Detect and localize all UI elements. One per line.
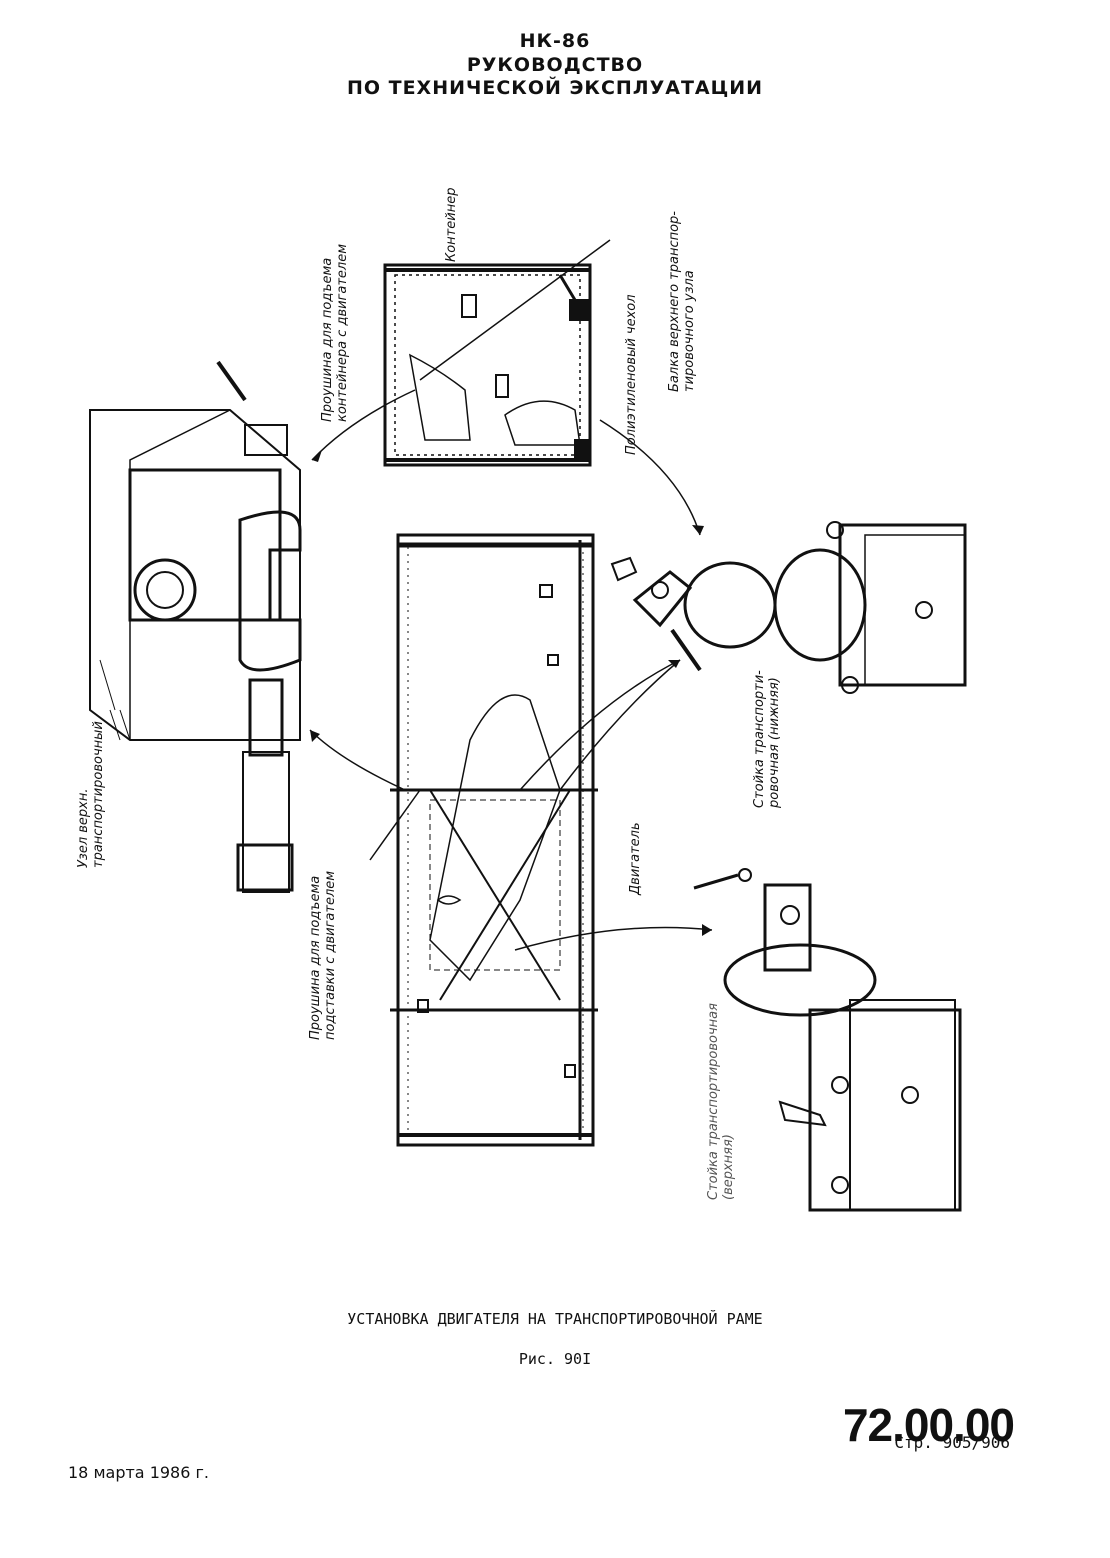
- label-engine: Двигатель: [628, 822, 643, 895]
- lower-post-illustration: [610, 521, 967, 694]
- label-engine-text: Двигатель: [628, 822, 643, 895]
- manual-title-line2: ПО ТЕХНИЧЕСКОЙ ЭКСПЛУАТАЦИИ: [346, 77, 764, 99]
- page-number: Стр. 905/906: [894, 1433, 1010, 1452]
- label-upper-post-line1: Стойка транспортировочная: [706, 1003, 721, 1200]
- engine-transport-frame-drawing: [89, 239, 967, 1212]
- label-stand-lift-lug-line2: подставки с двигателем: [323, 870, 338, 1040]
- manual-title-line1: РУКОВОДСТВО: [466, 54, 644, 76]
- label-container-lift-lug-line2: контейнера с двигателем: [335, 243, 350, 422]
- label-container-text: Контейнер: [444, 187, 459, 262]
- label-lower-post-line1: Стойка транспорти-: [752, 670, 767, 808]
- pointer-arrows: [309, 239, 713, 951]
- label-upper-post-line2: (верхняя): [721, 1134, 736, 1200]
- label-stand-lift-lug: Проушина для подъема подставки с двигате…: [308, 871, 338, 1040]
- label-lower-post: Стойка транспорти- ровочная (нижняя): [752, 670, 782, 808]
- aircraft-model: НК-86: [519, 30, 591, 52]
- label-upper-post: Стойка транспортировочная (верхняя): [706, 1003, 736, 1200]
- label-container: Контейнер: [444, 188, 459, 262]
- document-number: 72.00.00: [842, 1399, 1015, 1451]
- label-container-lift-lug-line1: Проушина для подъема: [320, 257, 335, 422]
- label-lower-post-line2: ровочная (нижняя): [767, 677, 782, 808]
- label-poly-cover-text: Полиэтиленовый чехол: [624, 294, 639, 455]
- revision-date: 18 марта 1986 г.: [68, 1463, 209, 1482]
- label-container-lift-lug: Проушина для подъема контейнера с двигат…: [320, 244, 350, 422]
- label-upper-node-line1: Узел верхн.: [76, 788, 91, 868]
- upper-transport-node-illustration: [89, 360, 302, 893]
- figure-caption: УСТАНОВКА ДВИГАТЕЛЯ НА ТРАНСПОРТИРОВОЧНО…: [347, 1310, 763, 1328]
- label-upper-node-line2: транспортировочный: [91, 721, 106, 868]
- label-upper-node: Узел верхн. транспортировочный: [76, 721, 106, 868]
- document-header: НК-86 РУКОВОДСТВО ПО ТЕХНИЧЕСКОЙ ЭКСПЛУА…: [0, 30, 1110, 100]
- arrow-heads: [310, 450, 712, 936]
- label-upper-beam-line2: тировочного узла: [682, 270, 697, 392]
- label-stand-lift-lug-line1: Проушина для подъема: [308, 875, 323, 1040]
- label-upper-beam: Балка верхнего транспор- тировочного узл…: [667, 211, 697, 392]
- container-illustration: [383, 263, 592, 467]
- label-upper-beam-line1: Балка верхнего транспор-: [667, 211, 682, 392]
- upper-post-illustration: [693, 868, 962, 1212]
- figure-number: Рис. 90I: [518, 1350, 592, 1368]
- label-poly-cover: Полиэтиленовый чехол: [624, 294, 639, 455]
- engine-frame-illustration: [390, 533, 598, 1147]
